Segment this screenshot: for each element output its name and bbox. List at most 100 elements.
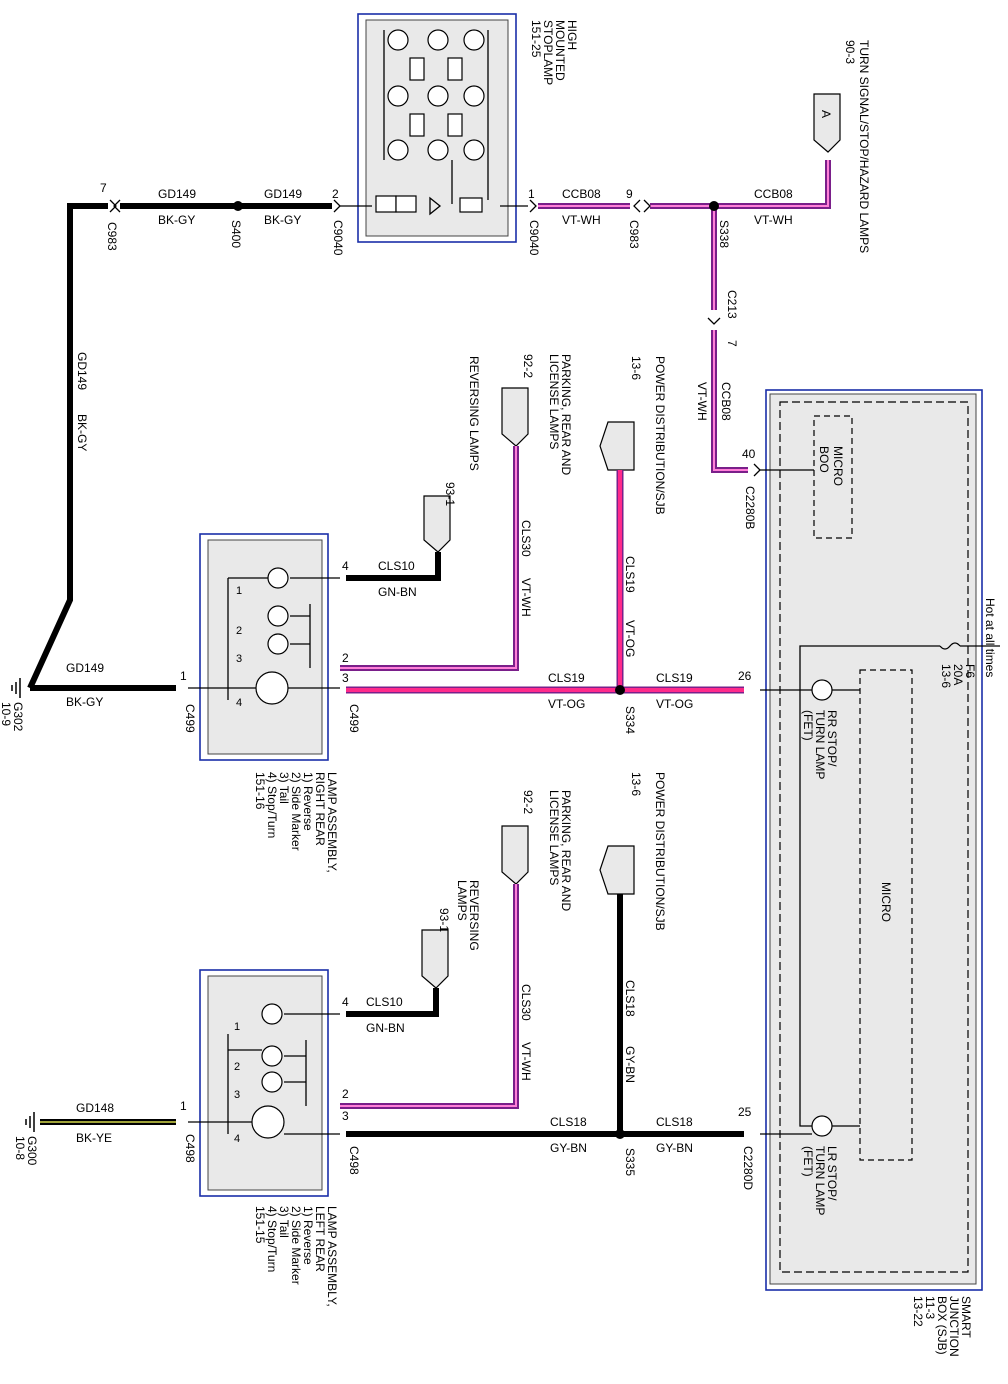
park-top-ref: 92-2 — [521, 354, 535, 378]
lr-inner-2: 2 — [234, 1061, 240, 1073]
vtwh-a: VT-WH — [562, 213, 601, 227]
park-bot-tag — [501, 825, 529, 885]
park-top-title-2: LICENSE LAMPS — [547, 354, 561, 449]
lr-stop-2: TURN LAMP — [813, 1146, 827, 1215]
park-bot-color: VT-WH — [519, 1042, 533, 1081]
cls18-pin: 25 — [738, 1105, 752, 1119]
hmsl-led-array — [375, 29, 489, 216]
rr-stop-1: RR STOP/ — [825, 710, 839, 767]
bkgy-a: BK-GY — [158, 213, 195, 227]
s400-splice — [233, 201, 243, 211]
lr-l3: 3) Tail — [277, 1206, 291, 1238]
sjb-ref-1: 11-3 — [923, 1296, 937, 1319]
hmsl-component: HIGH MOUNTED STOPLAMP 151-25 — [357, 13, 579, 243]
rr-bkgy: BK-GY — [66, 695, 103, 709]
bottom-ground-run: GD148 BK-YE G300 10-8 CLS18 GY-BN S335 C… — [13, 1101, 755, 1190]
lr-pin3: 3 — [342, 1109, 349, 1123]
micro-label: MICRO — [879, 882, 893, 922]
sjb-title-3: BOX (SJB) — [935, 1296, 949, 1355]
g302-ref: 10-9 — [0, 702, 13, 726]
rr-ref: 151-16 — [253, 772, 267, 810]
c9040-left-label: C9040 — [331, 220, 345, 256]
sjb-outer-frame — [765, 389, 983, 1291]
vtog-a: VT-OG — [548, 697, 585, 711]
vtwh-b: VT-WH — [754, 213, 793, 227]
turn-signal-tag-shape — [813, 93, 841, 153]
park-top-circuit: CLS30 — [519, 520, 533, 557]
hmsl-title-3: STOPLAMP — [541, 20, 555, 85]
park-top-color: VT-WH — [519, 578, 533, 617]
rr-lamp-inner — [207, 539, 323, 755]
cls19-pin: 26 — [738, 669, 752, 683]
turn-signal-tag: A — [819, 110, 833, 118]
turn-signal-connector: A TURN SIGNAL/STOP/HAZARD LAMPS 90-3 — [813, 40, 871, 253]
sjb-inner-frame — [769, 393, 977, 1285]
rev-top-title: REVERSING LAMPS — [467, 356, 481, 471]
lr-inner-4: 4 — [234, 1133, 240, 1145]
s334-splice — [615, 685, 625, 695]
lr-bkye: BK-YE — [76, 1131, 112, 1145]
s400-label: S400 — [229, 220, 243, 248]
ccb08-c: CCB08 — [719, 382, 733, 421]
lr-title-2: LEFT REAR — [313, 1206, 327, 1272]
cls10-bot-wire — [346, 988, 439, 1017]
pd-bot-circuit: CLS18 — [623, 980, 637, 1017]
rev-bot-title-2: LAMPS — [455, 880, 469, 921]
sjb-title-2: JUNCTION — [947, 1296, 961, 1357]
rr-l1: 1) Reverse — [301, 772, 315, 831]
rr-inner-1: 1 — [236, 585, 242, 597]
ccb08-a: CCB08 — [562, 187, 601, 201]
lr-title-1: LAMP ASSEMBLY, — [325, 1206, 339, 1307]
rr-l2: 2) Side Marker — [289, 772, 303, 851]
left-rear-lamp-assembly: 1 2 3 4 4 2 3 1 C498 C498 LAMP ASSEMBLY,… — [180, 969, 361, 1307]
g300-ref: 10-8 — [13, 1136, 27, 1160]
lr-l4: 4) Stop/Turn — [265, 1206, 279, 1272]
hmsl-title-2: MOUNTED — [553, 20, 567, 81]
lr-fet — [811, 1115, 833, 1137]
rr-pin1: 1 — [180, 669, 187, 683]
lr-pin2: 2 — [342, 1087, 349, 1101]
vtwh-c: VT-WH — [695, 382, 709, 421]
rev-bot-ref: 93-1 — [437, 908, 451, 932]
pd-bot-tag — [599, 845, 635, 895]
rev-top-color: GN-BN — [378, 585, 417, 599]
lr-lamp-outer — [199, 969, 329, 1197]
bkgy-b: BK-GY — [264, 213, 301, 227]
g300-name: G300 — [25, 1136, 39, 1166]
rr-pin3: 3 — [342, 671, 349, 685]
rr-pin2: 2 — [342, 651, 349, 665]
rr-inner-2: 2 — [236, 625, 242, 637]
lr-pin4: 4 — [342, 995, 349, 1009]
gd149-b: GD149 — [264, 187, 302, 201]
rr-title-2: RIGHT REAR — [313, 772, 327, 846]
lr-stop-1: LR STOP/ — [825, 1146, 839, 1201]
pd-top-title: POWER DISTRIBUTION/SJB — [653, 356, 667, 515]
c9040-pin2: 2 — [332, 187, 339, 201]
sjb-ref-2: 13-22 — [911, 1296, 925, 1327]
hmsl-title-1: HIGH — [565, 20, 579, 50]
c983b-pin: 9 — [626, 187, 633, 201]
smart-junction-box: MICRO BOO MICRO Hot at all times F6 20A … — [760, 389, 1000, 1357]
c213-pin: 7 — [725, 340, 739, 347]
lr-ref: 151-15 — [253, 1206, 267, 1244]
gd149-a: GD149 — [158, 187, 196, 201]
rev-bot-tag — [421, 929, 449, 989]
park-top-tag — [501, 387, 529, 447]
gd149-vertical-color: BK-GY — [75, 414, 89, 451]
pd-top-tag — [599, 421, 635, 471]
park-bot-ref: 92-2 — [521, 790, 535, 814]
c498-right: C498 — [347, 1146, 361, 1175]
c2280b-label: C2280B — [743, 486, 757, 529]
s335-label: S335 — [623, 1148, 637, 1176]
cls30-top-wire — [340, 446, 519, 671]
rev-bot-title-1: REVERSING — [467, 880, 481, 951]
c2280d-label: C2280D — [741, 1146, 755, 1190]
rr-fet — [811, 679, 833, 701]
turn-signal-title: TURN SIGNAL/STOP/HAZARD LAMPS — [857, 40, 871, 253]
ccb08-b: CCB08 — [754, 187, 793, 201]
lr-inner-1: 1 — [234, 1021, 240, 1033]
hot-at-all-times: Hot at all times — [983, 598, 997, 677]
s335-splice — [615, 1129, 625, 1139]
lr-pin1: 1 — [180, 1099, 187, 1113]
